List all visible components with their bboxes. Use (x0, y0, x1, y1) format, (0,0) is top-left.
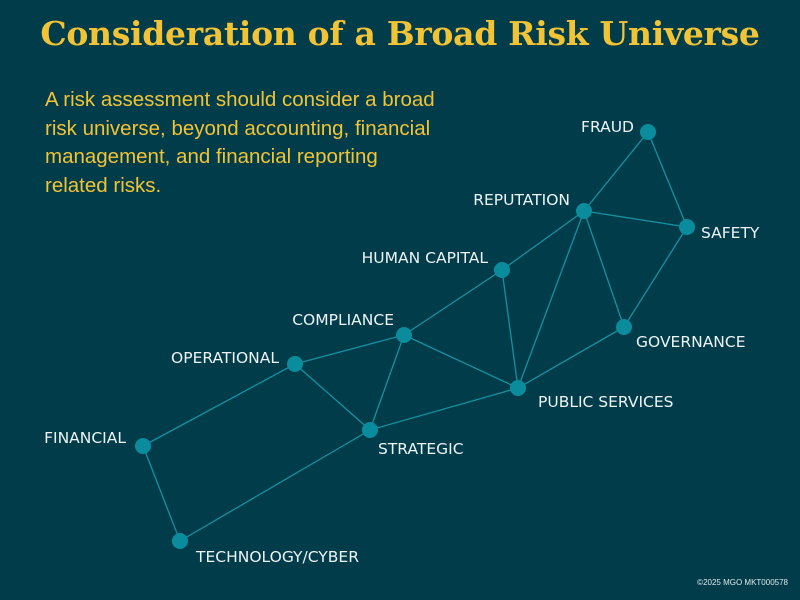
page-title: Consideration of a Broad Risk Universe (40, 14, 760, 53)
edge-reputation-human_capital (501, 210, 585, 271)
edge-financial-technology (142, 445, 181, 542)
edge-fraud-reputation (583, 131, 649, 212)
node-human_capital (494, 262, 510, 278)
edge-strategic-technology (179, 429, 371, 542)
node-label-fraud: FRAUD (581, 118, 634, 136)
node-label-governance: GOVERNANCE (636, 333, 746, 351)
node-financial (135, 438, 151, 454)
edge-reputation-safety (583, 210, 688, 228)
node-label-reputation: REPUTATION (473, 191, 570, 209)
node-label-strategic: STRATEGIC (378, 440, 464, 458)
node-label-human_capital: HUMAN CAPITAL (362, 249, 489, 267)
intro-text: A risk assessment should consider a broa… (45, 88, 435, 197)
node-fraud (640, 124, 656, 140)
edge-fraud-safety (647, 131, 688, 228)
copyright-footer: ©2025 MGO MKT000578 (697, 578, 788, 587)
edge-compliance-strategic (369, 334, 405, 431)
node-compliance (396, 327, 412, 343)
edge-reputation-public_services (517, 210, 585, 389)
edge-human_capital-public_services (501, 269, 519, 389)
edge-compliance-operational (294, 334, 405, 365)
edge-governance-public_services (517, 326, 625, 389)
edge-strategic-public_services (369, 387, 519, 431)
edge-human_capital-compliance (403, 269, 503, 336)
node-technology (172, 533, 188, 549)
edge-compliance-public_services (403, 334, 519, 389)
edge-operational-strategic (294, 363, 371, 431)
node-governance (616, 319, 632, 335)
node-label-technology: TECHNOLOGY/CYBER (195, 548, 359, 566)
edge-reputation-governance (583, 210, 625, 328)
edge-safety-governance (623, 226, 688, 328)
edge-operational-financial (142, 363, 296, 447)
node-label-safety: SAFETY (701, 224, 760, 242)
node-label-public_services: PUBLIC SERVICES (538, 393, 673, 411)
node-strategic (362, 422, 378, 438)
node-public_services (510, 380, 526, 396)
node-label-financial: FINANCIAL (44, 429, 126, 447)
node-label-compliance: COMPLIANCE (292, 311, 394, 329)
node-safety (679, 219, 695, 235)
node-reputation (576, 203, 592, 219)
node-label-operational: OPERATIONAL (171, 349, 279, 367)
node-operational (287, 356, 303, 372)
